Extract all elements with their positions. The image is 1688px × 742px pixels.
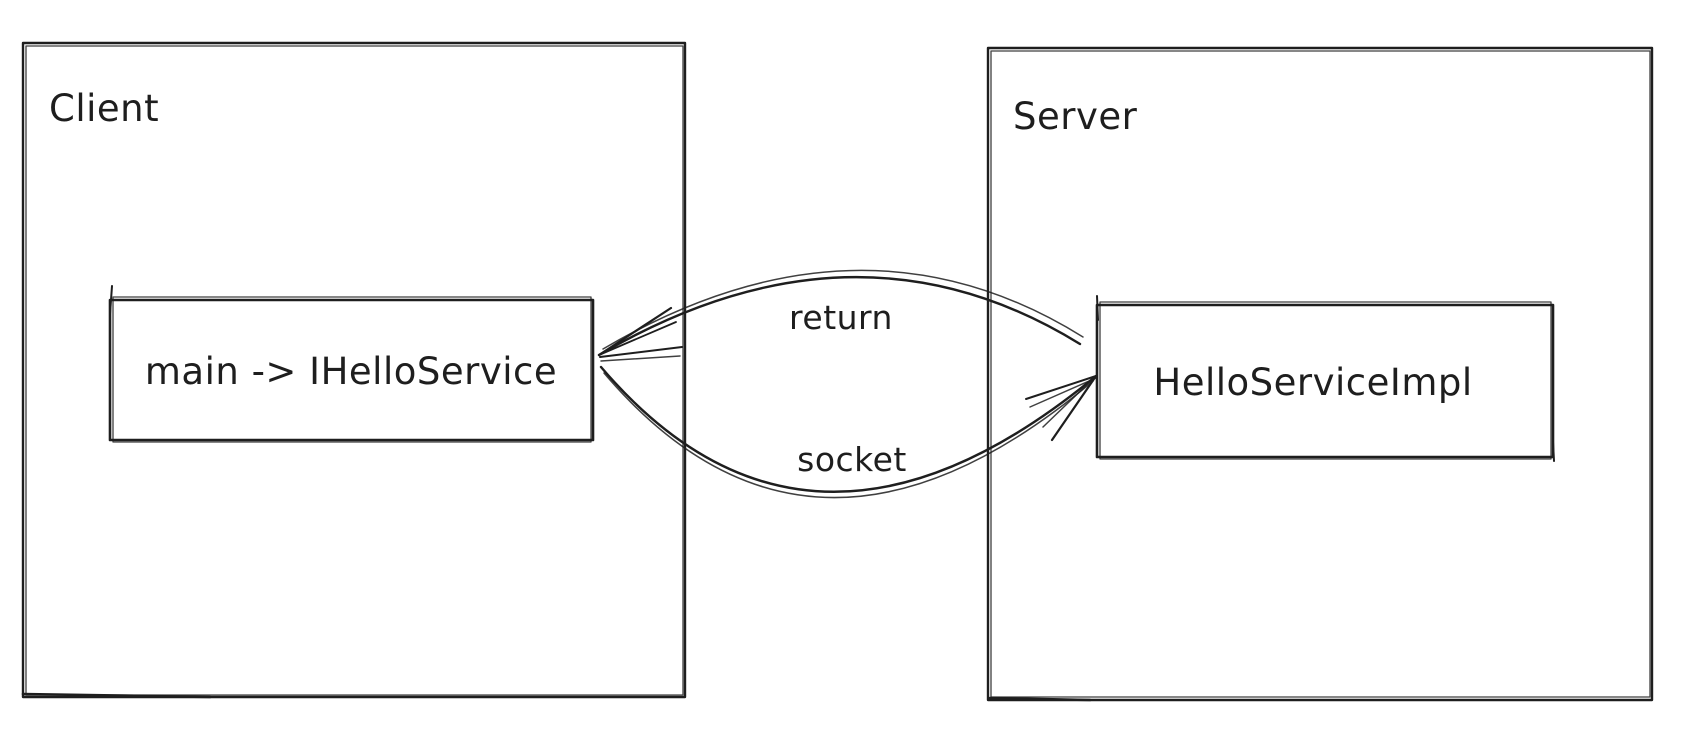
return-arrow-curve: [597, 276, 1082, 357]
server-impl-rect: [1095, 303, 1555, 459]
socket-arrow-curve: [599, 365, 1098, 493]
return-arrow-curve-sketch: [602, 269, 1084, 350]
socket-arrow-curve-sketch: [603, 372, 1094, 499]
return-arrowhead-barb: [598, 321, 677, 356]
return-arrowhead-barb: [597, 306, 673, 357]
server-container-rect-sketch: [990, 50, 1651, 698]
socket-arrow: socket: [599, 365, 1098, 499]
socket-arrowhead-barb: [1025, 375, 1097, 400]
socket-arrow-label: socket: [797, 440, 907, 479]
return-arrow-label: return: [789, 298, 893, 337]
client-service-rect: [108, 298, 595, 442]
server-impl-rect-sketch: [1099, 301, 1552, 460]
server-container-box: Server: [986, 46, 1654, 702]
client-container-corner-overshoot: [21, 692, 212, 699]
client-container-rect: [21, 41, 687, 699]
socket-arrowhead-barb: [1050, 374, 1098, 442]
socket-arrowhead-barb: [1042, 375, 1097, 428]
return-arrow: return: [597, 269, 1084, 362]
client-container-box: Client: [21, 41, 687, 699]
client-service-rect-sketch: [112, 296, 592, 443]
server-container-corner-overshoot: [988, 696, 1092, 702]
server-impl-node: HelloServiceImpl: [1095, 295, 1555, 462]
server-impl-label: HelloServiceImpl: [1153, 361, 1472, 404]
return-arrowhead-barb: [599, 346, 683, 358]
server-impl-corner-overshoot-2: [1552, 441, 1555, 462]
server-container-rect: [986, 46, 1654, 702]
socket-arrowhead-barb: [1029, 377, 1097, 408]
client-service-label: main -> IHelloService: [145, 350, 557, 393]
server-label: Server: [1013, 95, 1138, 138]
client-service-corner-overshoot: [109, 285, 113, 315]
server-impl-corner-overshoot: [1096, 295, 1099, 321]
client-label: Client: [49, 87, 159, 130]
client-service-node: main -> IHelloService: [108, 285, 595, 443]
client-container-rect-sketch: [25, 45, 684, 696]
return-arrowhead-barb: [600, 355, 681, 362]
